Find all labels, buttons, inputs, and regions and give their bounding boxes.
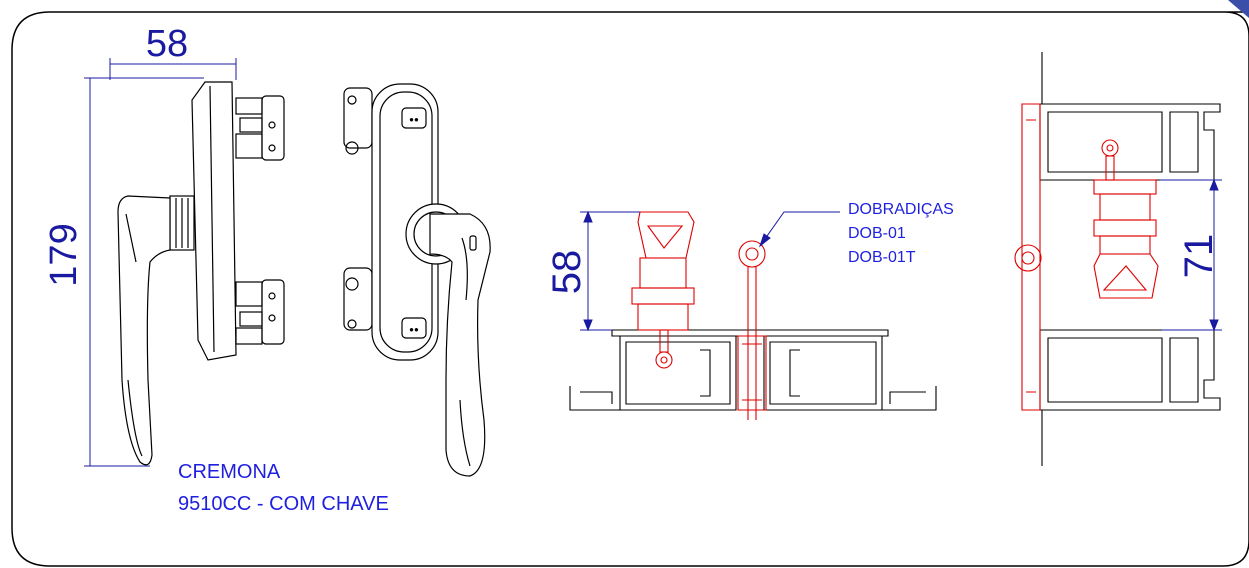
product-code-label: 9510CC - COM CHAVE	[178, 493, 389, 515]
handle-height-dimension: 179	[43, 223, 85, 286]
handle-dimension-lines	[84, 58, 237, 467]
svg-text:●●: ●●	[409, 325, 419, 334]
left-section-height-dimension: 58	[545, 250, 589, 295]
hinge-code-2-label: DOB-01T	[848, 249, 916, 266]
section-hinge-left	[737, 240, 767, 420]
hinge-title-label: DOBRADIÇAS	[848, 201, 954, 218]
svg-text:●●: ●●	[409, 115, 419, 124]
corner-accent	[1228, 0, 1249, 18]
left-section-dimension-lines	[580, 210, 640, 332]
product-name-label: CREMONA	[178, 461, 281, 483]
hinge-code-1-label: DOB-01	[848, 225, 906, 242]
sheet-frame	[11, 11, 1249, 567]
right-section-height-dimension: 71	[1177, 234, 1221, 279]
handle-front-view: ●● ●●	[343, 83, 491, 477]
section-handle-left	[631, 211, 695, 369]
section-handle-right	[1093, 139, 1159, 299]
handle-side-view	[117, 81, 285, 466]
section-hinge-right	[1014, 103, 1042, 411]
hinge-leader-line	[758, 211, 840, 248]
section-profile-left	[569, 329, 937, 411]
right-section-dimension-lines	[1160, 178, 1222, 332]
handle-width-dimension: 58	[146, 23, 188, 65]
